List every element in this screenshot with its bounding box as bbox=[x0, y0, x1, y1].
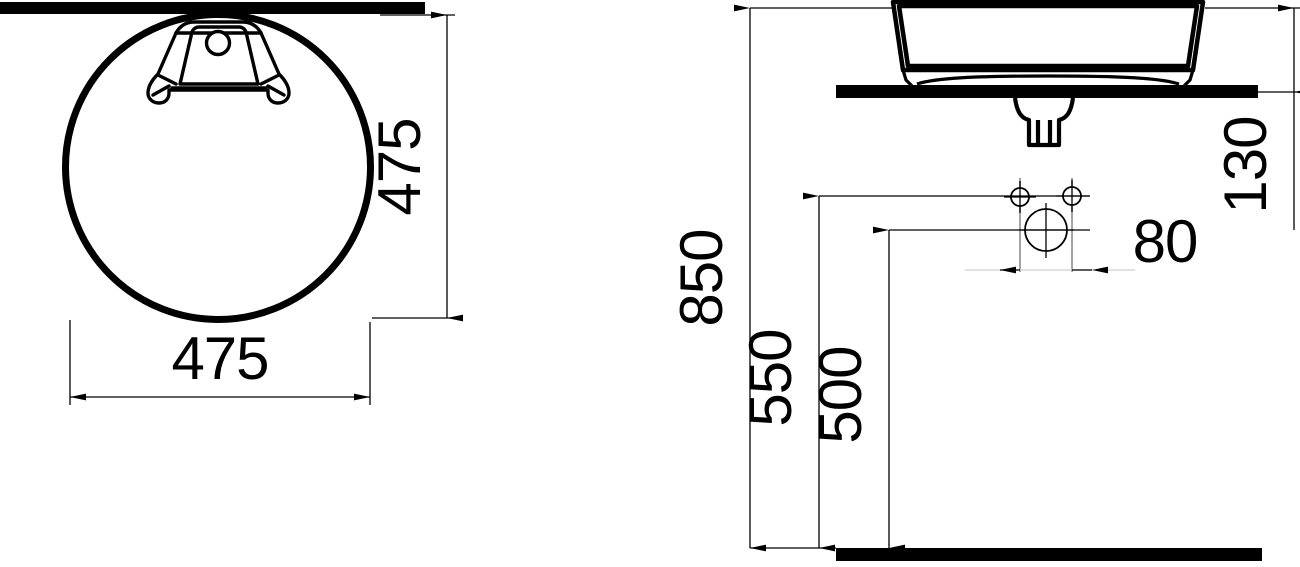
side-view: 80 130 850 550 bbox=[668, 0, 1300, 561]
dim-label-hole-spacing: 80 bbox=[1133, 208, 1198, 275]
dim-label-floor-to-supply: 500 bbox=[807, 346, 874, 443]
tap-ledge-outer bbox=[146, 20, 291, 105]
tap-ledge-inner-panel bbox=[178, 25, 260, 86]
drain-outlet bbox=[1012, 97, 1076, 148]
dim-top-width bbox=[69, 320, 371, 405]
tap-hole-circle bbox=[204, 29, 232, 57]
basin-flange bbox=[901, 69, 1195, 88]
basin-inner-profile bbox=[896, 3, 1200, 69]
basin-outer-profile bbox=[890, 0, 1206, 73]
dim-floor-to-waste bbox=[803, 192, 1090, 552]
basin-body-section bbox=[890, 0, 1206, 73]
dim-top-depth bbox=[372, 11, 463, 322]
floor-bar bbox=[836, 548, 1262, 561]
flange-left-foot bbox=[901, 69, 914, 88]
tap-ledge-assembly bbox=[146, 20, 291, 105]
dim-label-top-depth: 475 bbox=[366, 118, 433, 215]
tap-ledge-right-fold bbox=[259, 73, 281, 86]
top-view: 475 475 bbox=[0, 2, 463, 405]
flange-underside-curve bbox=[916, 74, 1180, 86]
tap-ledge-left-fold bbox=[156, 73, 178, 86]
dim-label-top-width: 475 bbox=[171, 325, 268, 392]
fixing-holes bbox=[1004, 180, 1089, 258]
dim-label-basin-height: 130 bbox=[1212, 116, 1279, 213]
dim-label-floor-to-rim: 850 bbox=[668, 229, 735, 326]
tap-ledge-right-fold2 bbox=[266, 84, 286, 97]
dim-floor-to-supply bbox=[873, 226, 1090, 552]
wall-bar-top-view bbox=[0, 2, 425, 14]
tap-ledge-left-fold2 bbox=[151, 84, 171, 97]
basin-outer-circle bbox=[62, 11, 374, 323]
countertop-slab bbox=[836, 85, 1258, 98]
dim-label-floor-to-waste: 550 bbox=[737, 329, 804, 426]
dim-basin-height bbox=[1205, 4, 1300, 230]
drain-body bbox=[1012, 97, 1076, 148]
flange-right-foot bbox=[1182, 69, 1195, 88]
